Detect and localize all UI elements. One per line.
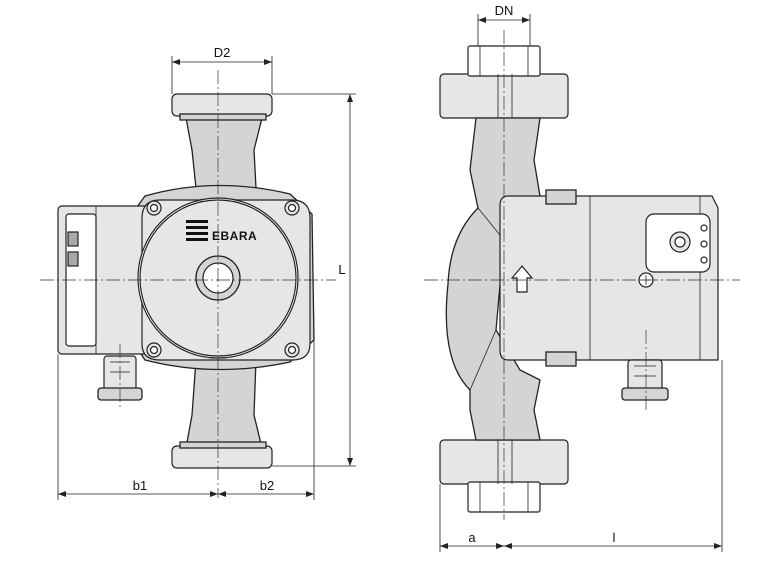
dim-label-dn: DN xyxy=(495,3,514,18)
side-view xyxy=(424,30,740,520)
front-bottom-flange xyxy=(171,445,273,469)
dimension-lines xyxy=(57,14,723,552)
front-pipe-body xyxy=(185,117,263,189)
dim-label-d2: D2 xyxy=(214,45,231,60)
dim-label-b1: b1 xyxy=(133,478,147,493)
front-view: EBARA xyxy=(40,70,336,498)
dim-label-L: L xyxy=(338,262,345,277)
brand-logo-text: EBARA xyxy=(212,229,257,243)
dim-label-a: a xyxy=(468,530,476,545)
dim-label-b2: b2 xyxy=(260,478,274,493)
front-pipe-body-lower xyxy=(185,359,263,449)
flow-direction-arrow-icon xyxy=(510,265,534,293)
dim-label-l: l xyxy=(613,530,616,545)
brand-logo-mark xyxy=(186,220,208,241)
front-top-flange xyxy=(171,93,273,117)
